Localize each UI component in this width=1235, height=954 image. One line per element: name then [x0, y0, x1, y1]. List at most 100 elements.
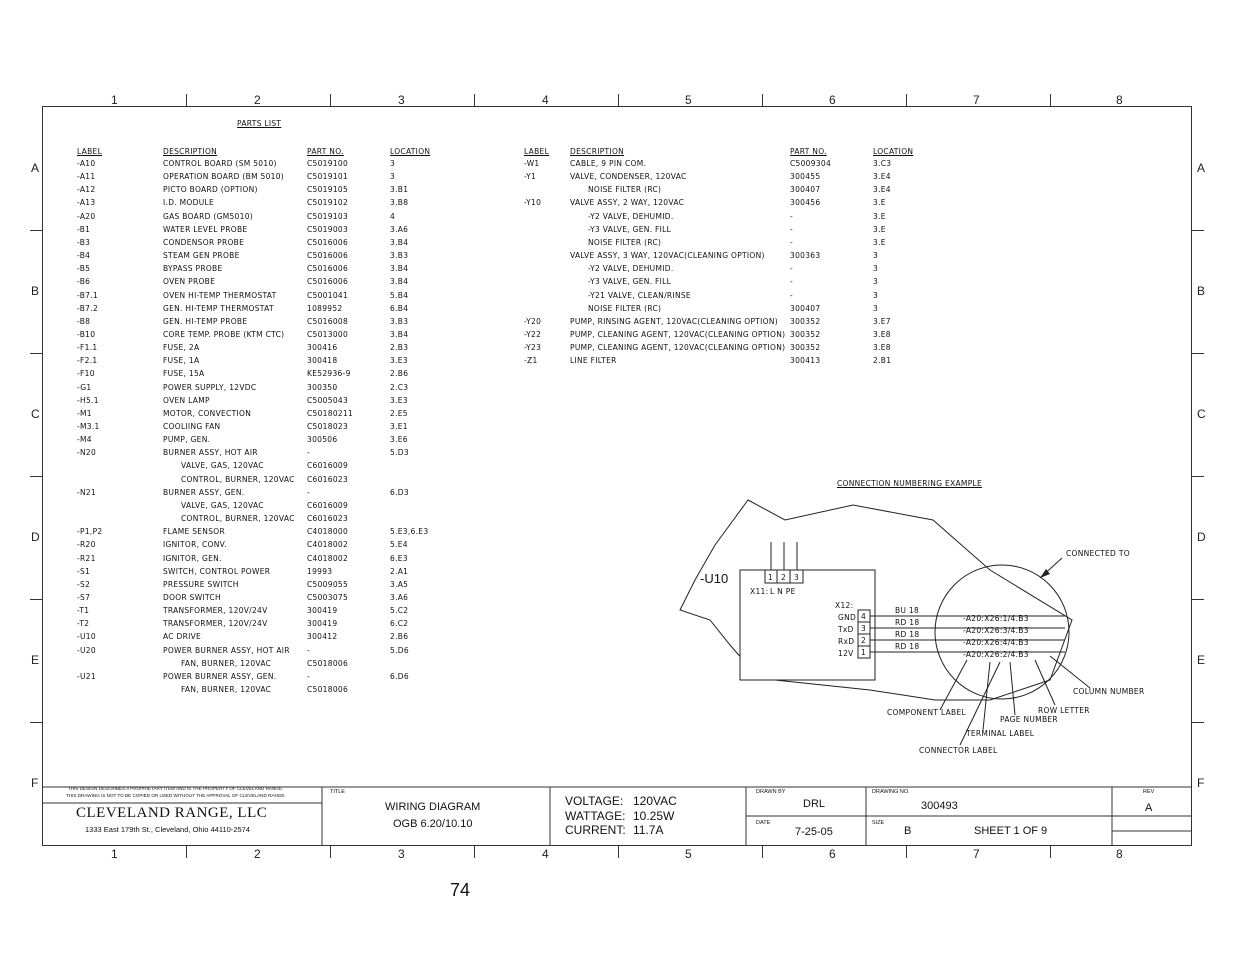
part-description: OPERATION BOARD (BM 5010) — [163, 172, 285, 182]
row-letter: C — [31, 407, 40, 421]
part-label: -F10 — [77, 369, 95, 379]
part-label: -A12 — [77, 185, 96, 195]
part-location: 5.E3,6.E3 — [390, 527, 429, 537]
column-number: 4 — [542, 847, 549, 861]
part-location: 3.A6 — [390, 592, 409, 602]
part-number: 300455 — [790, 172, 821, 182]
column-number: 1 — [111, 93, 118, 107]
part-description: LINE FILTER — [570, 356, 617, 366]
part-description: GEN. HI-TEMP THERMOSTAT — [163, 303, 274, 313]
sheet-info: SHEET 1 OF 9 — [974, 825, 1048, 837]
drawing-model: OGB 6.20/10.10 — [393, 818, 473, 830]
part-number: 300412 — [307, 632, 338, 642]
part-description: NOISE FILTER (RC) — [588, 237, 662, 247]
part-number: C5019105 — [307, 185, 349, 195]
header-label: LABEL — [524, 147, 550, 156]
part-description: IGNITOR, GEN. — [163, 553, 222, 563]
part-description: AC DRIVE — [163, 632, 202, 642]
part-description: FUSE, 2A — [163, 343, 200, 353]
part-label: -B5 — [77, 264, 91, 274]
part-number: C5016006 — [307, 264, 349, 274]
row-divider-tick — [1192, 230, 1204, 231]
row-letter: E — [1197, 653, 1206, 667]
part-label: -U10 — [77, 632, 96, 642]
part-location: 3.B4 — [390, 277, 409, 287]
column-number: 1 — [111, 847, 118, 861]
part-description: OVEN HI-TEMP THERMOSTAT — [163, 290, 277, 300]
part-number: - — [790, 224, 794, 234]
rev-value: A — [1145, 802, 1153, 814]
part-location: 2.C3 — [390, 382, 409, 392]
row-divider-tick — [30, 353, 42, 354]
part-label: -Y20 — [524, 316, 542, 326]
part-description: CONDENSOR PROBE — [163, 237, 245, 247]
current-label: CURRENT: — [565, 823, 626, 837]
disclaimer-line-2: THIS DRAWING IS NOT TO BE COPIED OR USED… — [66, 793, 286, 798]
part-number: C4018002 — [307, 540, 349, 550]
part-label: -S7 — [77, 592, 91, 602]
part-number: C5016006 — [307, 237, 349, 247]
part-location: 3 — [873, 264, 879, 274]
part-description: FUSE, 15A — [163, 369, 205, 379]
part-number: 300418 — [307, 356, 338, 366]
part-location: 2.B6 — [390, 369, 409, 379]
part-location: 3.E — [873, 224, 886, 234]
part-description: -Y2 VALVE, DEHUMID. — [588, 211, 674, 221]
row-divider-tick — [1192, 353, 1204, 354]
wire-label: RD 18 — [895, 618, 920, 627]
x12-pin: 3 — [861, 624, 867, 633]
column-number: 3 — [398, 93, 405, 107]
row-letter: A — [1197, 161, 1206, 175]
x12-signal: 12V — [838, 649, 854, 658]
part-number: C5009055 — [307, 579, 349, 589]
part-description: POWER BURNER ASSY, HOT AIR — [163, 645, 290, 655]
part-description: I.D. MODULE — [163, 198, 214, 208]
part-number: C5019003 — [307, 224, 349, 234]
part-description: STEAM GEN PROBE — [163, 251, 240, 261]
voltage-label: VOLTAGE: — [565, 794, 624, 808]
drawing-no-caption: DRAWING NO. — [872, 789, 910, 795]
part-number: - — [790, 277, 794, 287]
header-location: LOCATION — [873, 147, 914, 156]
part-number: C5019101 — [307, 172, 349, 182]
part-description: -Y3 VALVE, GEN. FILL — [588, 224, 672, 234]
row-divider-tick — [30, 476, 42, 477]
part-location: 3 — [390, 159, 396, 168]
part-label: -S1 — [77, 566, 91, 576]
size-value: B — [904, 825, 912, 837]
part-number: - — [307, 487, 311, 497]
x11-pin-2: 2 — [781, 573, 787, 582]
part-location: 2.B3 — [390, 343, 409, 353]
part-description: CONTROL, BURNER, 120VAC — [181, 514, 295, 524]
part-description: GEN. HI-TEMP PROBE — [163, 316, 248, 326]
part-label: -G1 — [77, 382, 92, 392]
part-label: -F1.1 — [77, 343, 98, 353]
part-label: -P1,P2 — [77, 527, 103, 537]
drawn-by-value: DRL — [803, 798, 826, 810]
callout-component-label: COMPONENT LABEL — [887, 708, 967, 717]
part-location: 3.B8 — [390, 198, 409, 208]
part-location: 2.A1 — [390, 566, 409, 576]
part-description: BURNER ASSY, GEN. — [163, 487, 245, 497]
date-caption: DATE — [756, 820, 771, 826]
part-number: - — [790, 211, 794, 221]
column-divider-tick — [906, 94, 907, 106]
part-description: IGNITOR, CONV. — [163, 540, 227, 550]
callout-page-number: PAGE NUMBER — [1000, 715, 1058, 724]
part-location: 3.E — [873, 211, 886, 221]
part-description: BURNER ASSY, HOT AIR — [163, 448, 258, 458]
x11-pin-3: 3 — [794, 573, 800, 582]
part-location: 5.E4 — [390, 540, 408, 550]
part-number: 300416 — [307, 343, 338, 353]
part-location: 4 — [390, 211, 396, 221]
part-number: C5003075 — [307, 592, 349, 602]
part-location: 3.A6 — [390, 224, 409, 234]
part-location: 3.E — [873, 198, 886, 208]
parts-list-title: PARTS LIST — [237, 119, 282, 128]
part-location: 3.E8 — [873, 343, 891, 353]
callout-column-number: COLUMN NUMBER — [1073, 687, 1145, 696]
part-label: -T1 — [77, 606, 90, 616]
column-number: 6 — [829, 847, 836, 861]
part-label: -A11 — [77, 172, 96, 182]
